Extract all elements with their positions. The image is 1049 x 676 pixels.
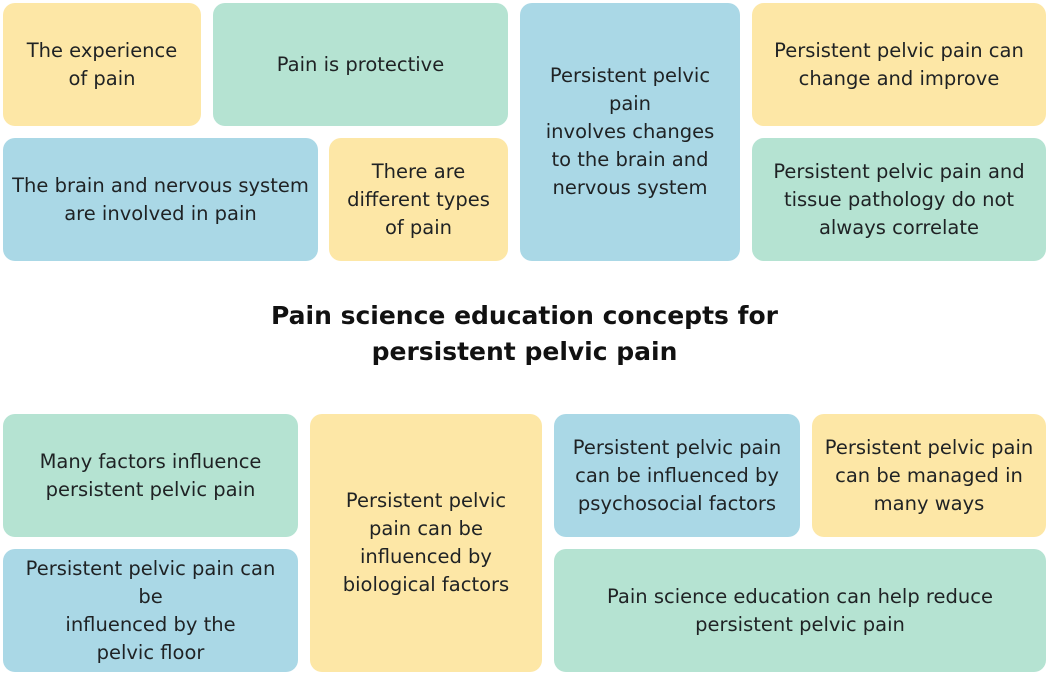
concept-label: Pain is protective <box>276 52 445 76</box>
concept-label: Persistent pelvic pain can be influenced… <box>572 435 782 515</box>
concept-experience-of-pain: The experience of pain <box>3 3 201 126</box>
concept-label: Pain science education can help reduce p… <box>607 584 993 636</box>
concept-label: The experience of pain <box>26 38 178 90</box>
concept-brain-changes: Persistent pelvic pain involves changes … <box>520 3 740 261</box>
concept-label: Persistent pelvic pain can be influenced… <box>342 489 510 596</box>
concept-education-helps: Pain science education can help reduce p… <box>554 549 1046 672</box>
concept-biological-factors: Persistent pelvic pain can be influenced… <box>310 414 542 672</box>
concept-label: Persistent pelvic pain can change and im… <box>774 38 1024 90</box>
concept-pain-is-protective: Pain is protective <box>213 3 508 126</box>
concept-brain-nervous-involved: The brain and nervous system are involve… <box>3 138 318 261</box>
concept-label: Persistent pelvic pain and tissue pathol… <box>773 159 1025 239</box>
concept-tissue-pathology: Persistent pelvic pain and tissue pathol… <box>752 138 1046 261</box>
concept-label: The brain and nervous system are involve… <box>12 173 309 225</box>
concept-label: Many factors influence persistent pelvic… <box>39 449 262 501</box>
concept-label: Persistent pelvic pain can be managed in… <box>824 435 1034 515</box>
concept-change-and-improve: Persistent pelvic pain can change and im… <box>752 3 1046 126</box>
diagram-title: Pain science education concepts for pers… <box>270 301 778 366</box>
concept-psychosocial-factors: Persistent pelvic pain can be influenced… <box>554 414 800 537</box>
concept-label: Persistent pelvic pain involves changes … <box>545 64 715 199</box>
concept-managed-many-ways: Persistent pelvic pain can be managed in… <box>812 414 1046 537</box>
concept-pelvic-floor: Persistent pelvic pain can be influenced… <box>3 549 298 672</box>
concept-label: Persistent pelvic pain can be influenced… <box>25 556 276 664</box>
concept-many-factors: Many factors influence persistent pelvic… <box>3 414 298 537</box>
concept-different-types: There are different types of pain <box>329 138 508 261</box>
concept-label: There are different types of pain <box>347 159 490 239</box>
